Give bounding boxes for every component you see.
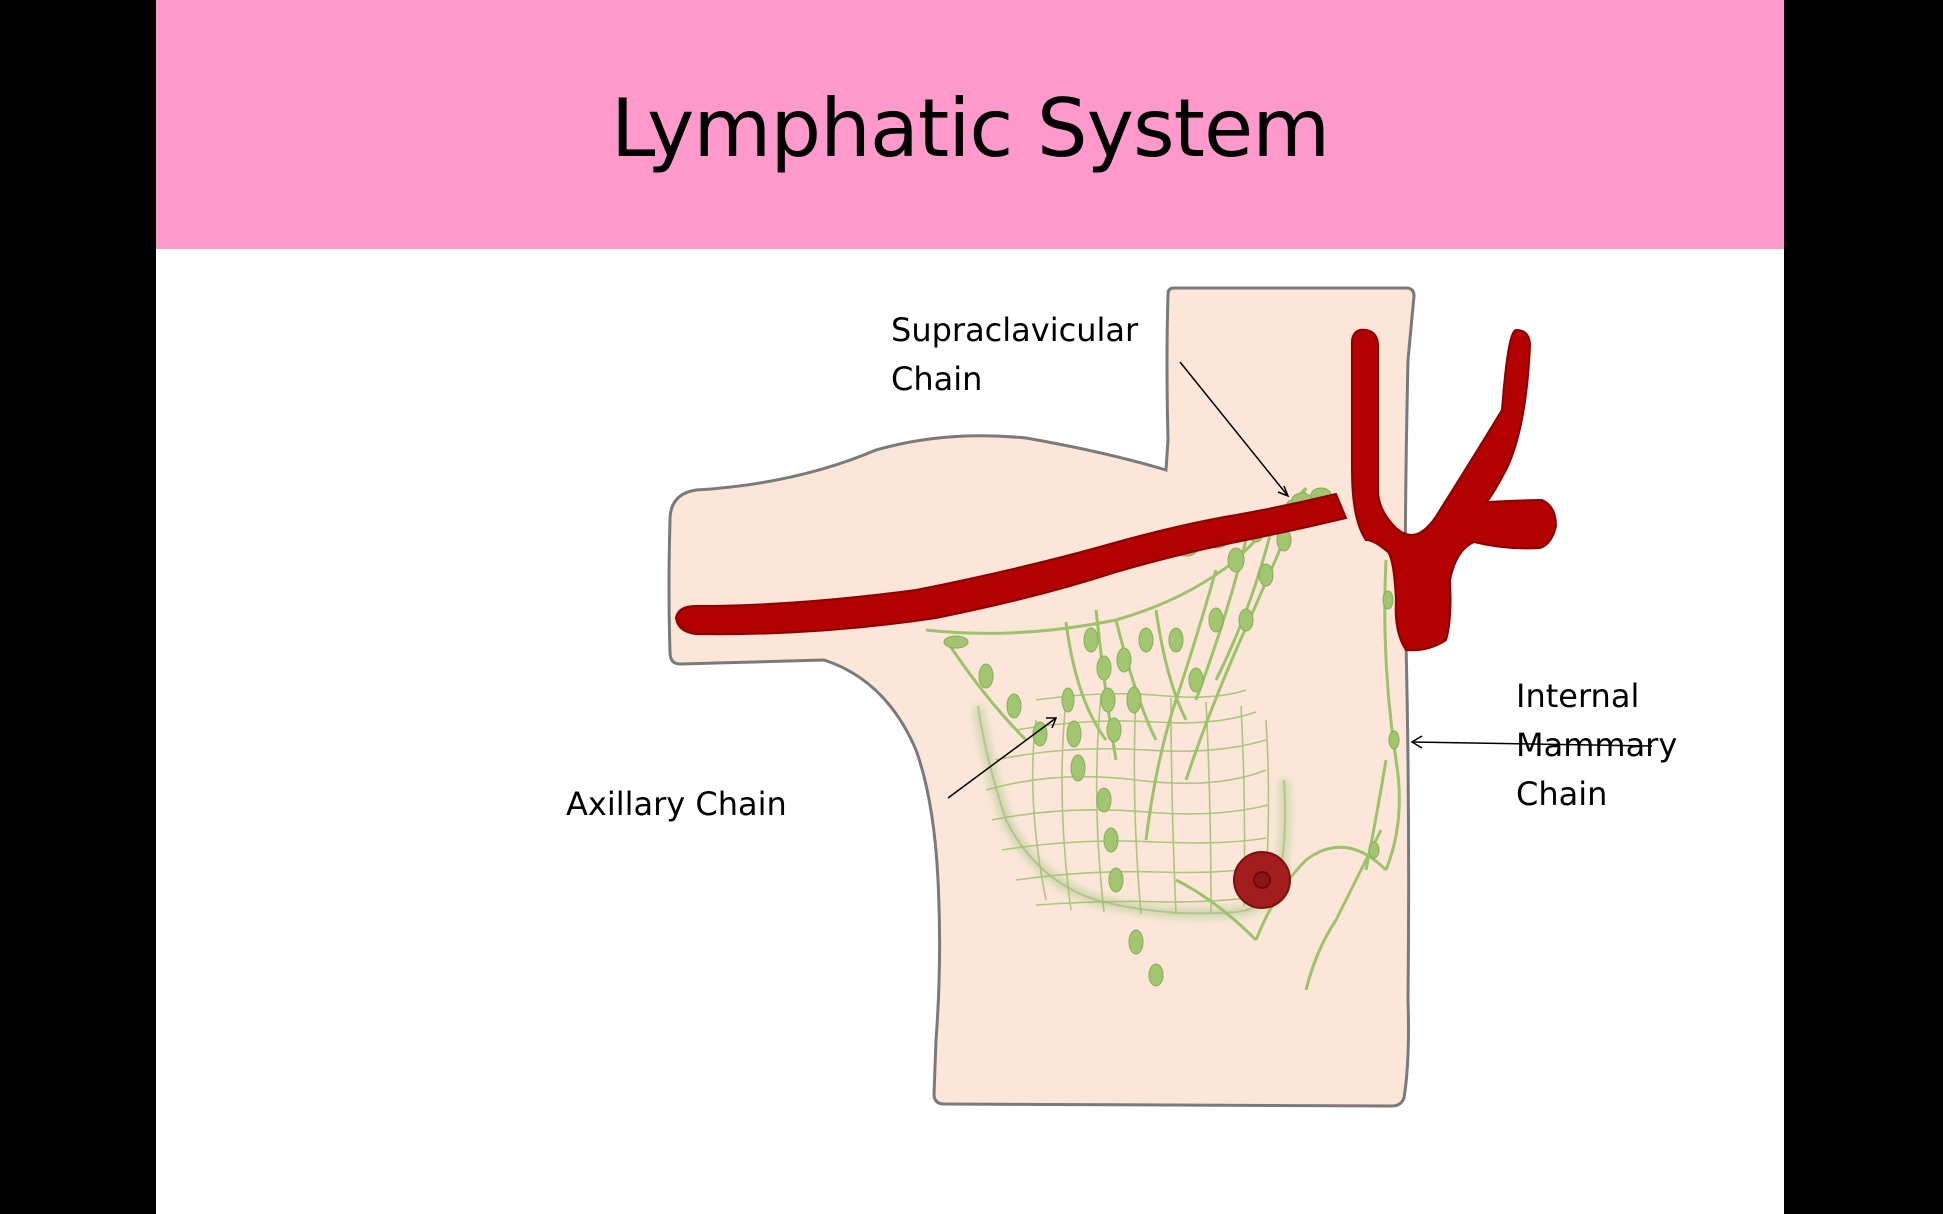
label-supraclavicular-line2: Chain [891,360,983,398]
leader-lines [947,361,1653,799]
label-supraclavicular-line1: Supraclavicular [891,311,1139,349]
lymphatic-diagram [667,286,1653,1108]
label-supraclavicular-chain: Supraclavicular Chain [891,306,1138,404]
slide: Lymphatic System [156,0,1784,1214]
label-internal-mammary-chain: Internal Mammary Chain [1516,672,1677,819]
body-silhouette [667,286,1416,1108]
title-bar: Lymphatic System [156,0,1784,249]
label-internal-mammary-line3: Chain [1516,775,1608,813]
label-axillary-line1: Axillary Chain [566,785,787,823]
lymph-nodes [943,487,1400,987]
label-internal-mammary-line2: Mammary [1516,726,1678,764]
blood-vessels [674,328,1558,652]
label-axillary-chain: Axillary Chain [566,780,787,829]
label-internal-mammary-line1: Internal [1516,677,1640,715]
slide-title: Lymphatic System [610,82,1330,175]
nipple [1233,851,1291,909]
